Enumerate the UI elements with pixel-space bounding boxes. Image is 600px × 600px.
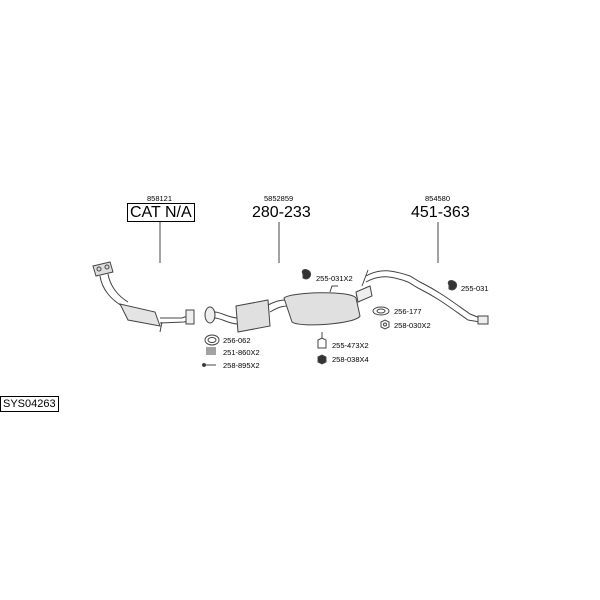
ring-icon-256-062	[204, 334, 220, 346]
section-label-rear-pipe[interactable]: 451-363	[411, 204, 470, 221]
flange-gasket-drawing	[355, 285, 373, 303]
rubber-mount-icon-a	[301, 269, 311, 280]
part-label-256-062[interactable]: 256-062	[223, 336, 251, 345]
middle-silencer-drawing	[204, 299, 291, 333]
rear-pipe-drawing	[361, 269, 489, 325]
part-label-258-038[interactable]: 258-038X4	[332, 355, 369, 364]
section-label-catalyst[interactable]: CAT N/A	[127, 203, 195, 222]
rubber-mount-icon-b	[447, 280, 457, 291]
section-label-middle-silencer[interactable]: 280-233	[252, 204, 311, 221]
part-label-256-177[interactable]: 256-177	[394, 307, 422, 316]
spring-icon	[206, 347, 216, 355]
part-label-258-895[interactable]: 258-895X2	[223, 361, 260, 370]
part-label-255-031x2[interactable]: 255-031X2	[316, 274, 353, 283]
section-ref-rear-pipe: 854580	[425, 194, 451, 203]
bracket-icon	[317, 332, 327, 349]
gasket-ring-icon	[372, 306, 390, 316]
part-label-251-860[interactable]: 251-860X2	[223, 348, 260, 357]
part-label-255-473[interactable]: 255-473X2	[332, 341, 369, 350]
section-ref-catalyst: 858121	[147, 194, 173, 203]
section-ref-middle-silencer: 5852859	[264, 194, 294, 203]
part-label-255-031[interactable]: 255-031	[461, 284, 489, 293]
diagram-id-label: SYS04263	[0, 396, 59, 412]
rear-silencer-drawing	[283, 285, 367, 326]
part-label-258-030[interactable]: 258-030X2	[394, 321, 431, 330]
bolt-icon	[202, 363, 216, 367]
nut-icon-a	[380, 319, 390, 330]
catalyst-pipe-drawing	[92, 261, 195, 333]
nut-icon-b	[317, 354, 327, 365]
